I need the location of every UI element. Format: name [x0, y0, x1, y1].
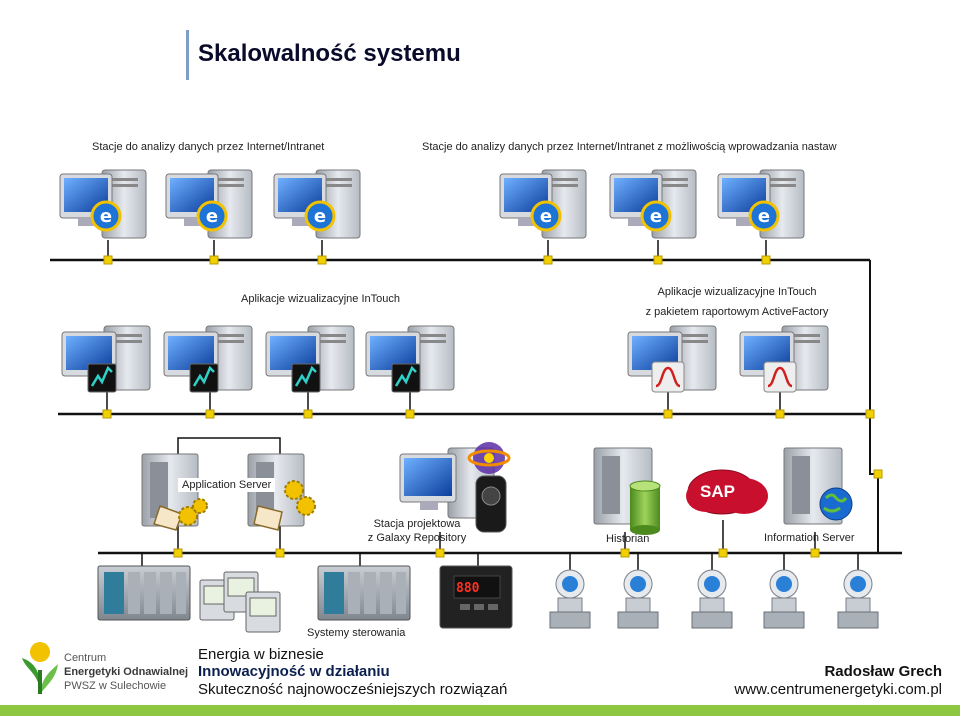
label-information-server: Information Server — [764, 532, 855, 544]
label-stacja-line1: Stacja projektowa — [373, 518, 461, 530]
information-server — [783, 447, 853, 525]
galaxy-repository-workstation — [399, 442, 511, 533]
logo-line2: Energetyki Odnawialnej — [64, 666, 189, 678]
sap-cloud — [686, 469, 768, 515]
svg-text:e: e — [758, 206, 770, 227]
label-stations-internet: Stacje do analizy danych przez Internet/… — [92, 141, 325, 153]
ie-workstation: e — [499, 169, 587, 239]
label-intouch: Aplikacje wizualizacyjne InTouch — [241, 293, 400, 305]
footer-url: www.centrumenergetyki.com.pl — [734, 681, 942, 698]
footer-green-strip — [0, 705, 960, 716]
application-server-left — [141, 453, 208, 531]
pressure-transmitter — [691, 569, 733, 629]
svg-text:e: e — [540, 206, 552, 227]
activefactory-workstation — [627, 325, 717, 393]
label-intouch-af-line1: Aplikacje wizualizacyjne InTouch — [657, 286, 817, 298]
process-controller — [439, 565, 513, 629]
logo-line1: Centrum — [64, 652, 107, 664]
pressure-transmitter — [763, 569, 805, 629]
historian-server — [593, 447, 661, 535]
label-stations-internet-settings: Stacje do analizy danych przez Internet/… — [422, 141, 837, 153]
label-application-server: Application Server — [178, 478, 276, 492]
intouch-workstation — [365, 325, 455, 393]
label-historian: Historian — [606, 533, 650, 545]
ie-workstation: e — [273, 169, 361, 239]
label-systemy-sterowania: Systemy sterowania — [307, 627, 406, 639]
footer-line2: Innowacyjność w działaniu — [198, 663, 390, 680]
page-title: Skalowalność systemu — [198, 40, 461, 67]
sap-logo-text: SAP — [700, 482, 735, 501]
logo-line3: PWSZ w Sulechowie — [64, 680, 167, 692]
intouch-workstation — [163, 325, 253, 393]
power-meters — [199, 571, 281, 633]
plc-rack-left — [97, 565, 191, 621]
svg-text:e: e — [100, 206, 112, 227]
pressure-transmitter — [617, 569, 659, 629]
footer-line1: Energia w biznesie — [198, 646, 324, 663]
svg-text:e: e — [314, 206, 326, 227]
plc-rack-right — [317, 565, 411, 621]
logo-plant-icon — [22, 642, 58, 694]
controller-display: 880 — [456, 581, 480, 596]
pressure-transmitter — [837, 569, 879, 629]
ie-workstation: e — [717, 169, 805, 239]
footer-author: Radosław Grech — [824, 663, 942, 680]
title-accent-bar — [186, 30, 189, 80]
pressure-transmitter — [549, 569, 591, 629]
label-stacja-line2: z Galaxy Repository — [367, 532, 467, 544]
intouch-workstation — [61, 325, 151, 393]
ie-workstation: e — [609, 169, 697, 239]
ie-workstation: e — [59, 169, 147, 239]
ie-workstation: e — [165, 169, 253, 239]
activefactory-workstation — [739, 325, 829, 393]
svg-text:e: e — [650, 206, 662, 227]
footer-line3: Skuteczność najnowocześniejszych rozwiąz… — [198, 681, 508, 698]
label-intouch-af-line2: z pakietem raportowym ActiveFactory — [645, 306, 829, 318]
intouch-workstation — [265, 325, 355, 393]
svg-text:e: e — [206, 206, 218, 227]
